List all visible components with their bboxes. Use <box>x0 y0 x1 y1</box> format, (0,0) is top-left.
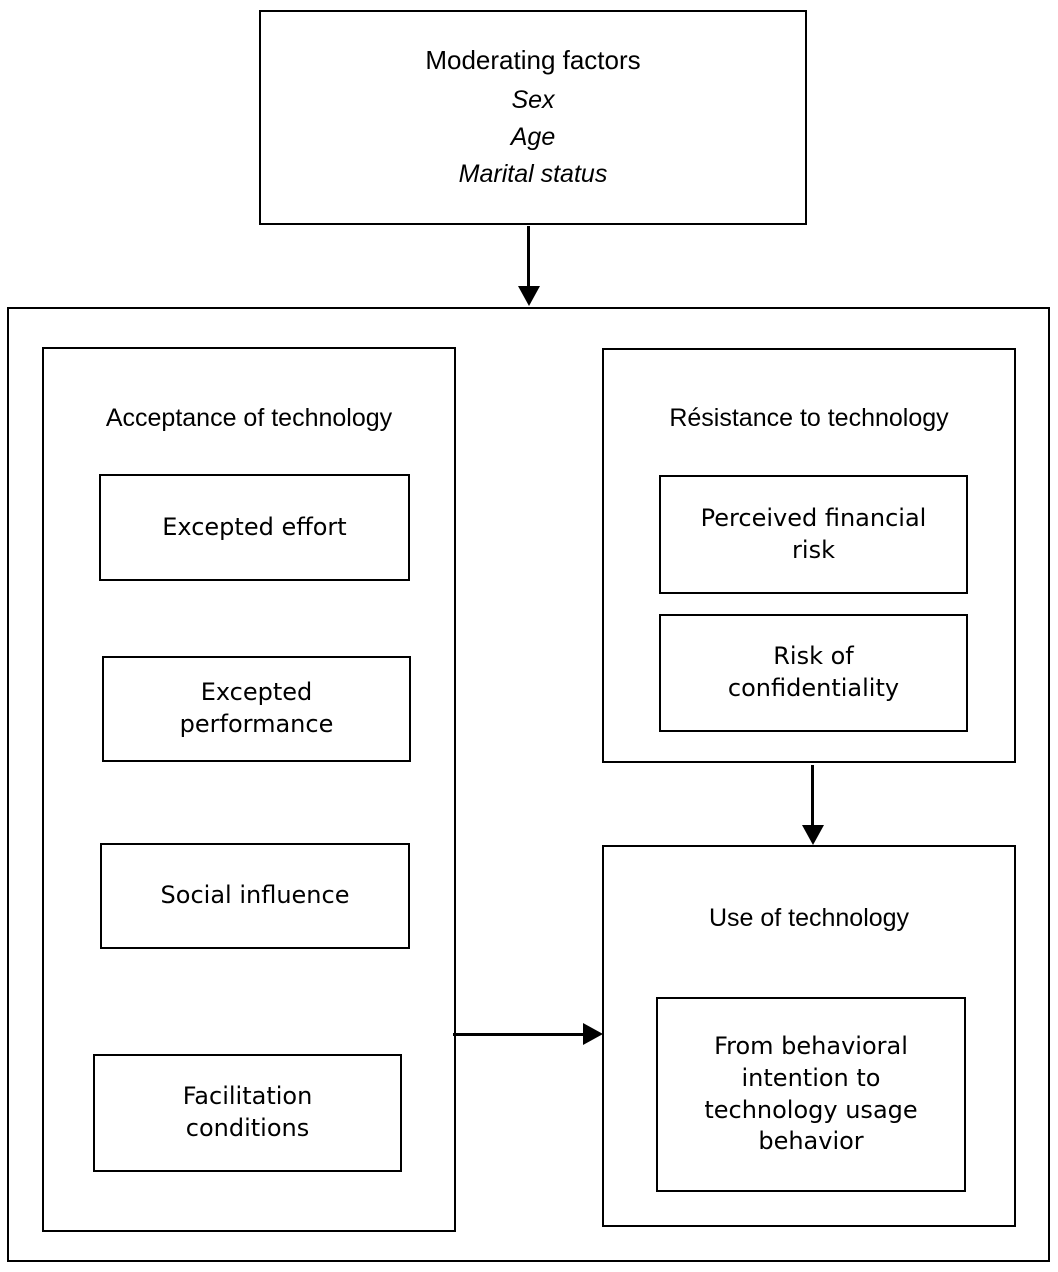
resistance-factor-perceived-financial-risk-label: Perceived financial risk <box>659 475 968 594</box>
resistance-factor-risk-of-confidentiality-box <box>659 614 968 732</box>
use-of-technology-outcome-box <box>656 997 966 1192</box>
resistance-to-technology-header: Résistance to technology <box>669 404 949 432</box>
resistance-to-technology-container <box>602 348 1016 763</box>
acceptance-factor-excepted-effort-box <box>99 474 410 581</box>
resistance-factor-perceived-financial-risk-box <box>659 475 968 594</box>
acceptance-of-technology-header: Acceptance of technology <box>105 404 393 432</box>
moderating-factor-marital-status: Marital status <box>458 160 608 188</box>
arrow-moderating-to-model-shaft <box>527 226 530 288</box>
resistance-factor-0-text: Perceived financial risk <box>700 503 927 564</box>
moderating-factors-title: Moderating factors <box>425 45 641 75</box>
acceptance-factor-facilitation-conditions-label: Facilitation conditions <box>93 1054 402 1172</box>
acceptance-factor-2-text: Social influence <box>160 881 350 910</box>
acceptance-factor-excepted-performance-label: Excepted performance <box>102 656 411 762</box>
arrow-acceptance-to-use-head <box>583 1023 603 1045</box>
acceptance-factor-social-influence-label: Social influence <box>100 843 410 949</box>
acceptance-factor-0-text: Excepted effort <box>162 512 347 541</box>
acceptance-factor-social-influence-box <box>100 843 410 949</box>
acceptance-factor-excepted-performance-box <box>102 656 411 762</box>
model-outer-container <box>7 307 1050 1262</box>
acceptance-factor-facilitation-conditions-box <box>93 1054 402 1172</box>
arrow-acceptance-to-use-shaft <box>453 1033 585 1036</box>
use-of-technology-container <box>602 845 1016 1227</box>
arrow-resistance-to-use-head <box>802 825 824 845</box>
moderating-factor-age: Age <box>510 123 556 151</box>
resistance-factor-1-text: Risk of confidentiality <box>727 642 900 702</box>
acceptance-of-technology-container <box>42 347 456 1232</box>
arrow-resistance-to-use-shaft <box>811 765 814 827</box>
acceptance-factor-3-text: Facilitation conditions <box>182 1082 313 1142</box>
use-of-technology-header: Use of technology <box>708 904 910 932</box>
moderating-factors-box: Moderating factors Sex Age Marital statu… <box>259 10 807 225</box>
resistance-factor-risk-of-confidentiality-label: Risk of confidentiality <box>659 614 968 732</box>
acceptance-factor-1-text: Excepted performance <box>179 678 334 738</box>
use-outcome-text: From behavioral intention to technology … <box>704 1032 918 1156</box>
use-of-technology-outcome-label: From behavioral intention to technology … <box>656 997 966 1192</box>
acceptance-factor-excepted-effort-label: Excepted effort <box>99 474 410 581</box>
moderating-factor-sex: Sex <box>511 86 555 114</box>
arrow-moderating-to-model-head <box>518 286 540 306</box>
